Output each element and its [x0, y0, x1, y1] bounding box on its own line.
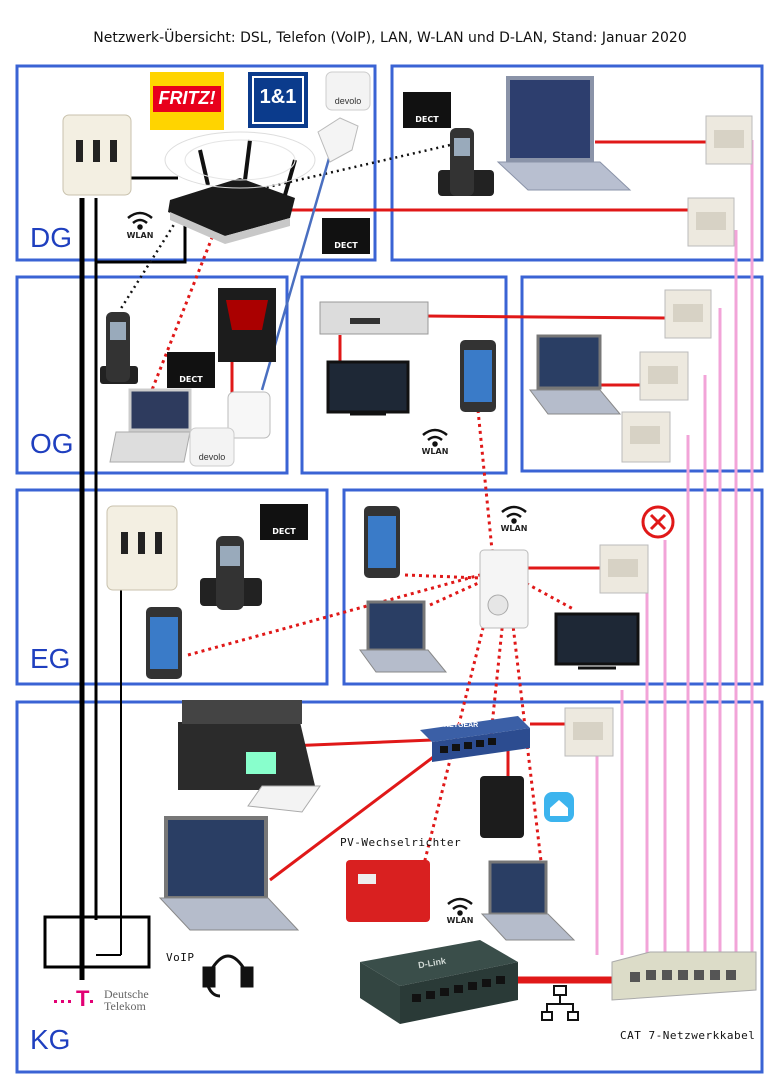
telekom-t-logo: T [76, 986, 90, 1011]
pv-label: PV-Wechselrichter [340, 836, 462, 849]
lan-cables [230, 140, 706, 882]
dect-label-2: DECT [334, 241, 358, 250]
laptop-og [529, 334, 622, 415]
tae-socket-eg [106, 505, 178, 591]
fritz-logo-text: FRITZ! [158, 88, 216, 108]
pv-inverter-kg [346, 860, 430, 922]
wlan-label-dg: WLAN [126, 231, 154, 240]
wlan-icon-kg [447, 897, 473, 916]
cat7-cables [595, 140, 754, 955]
room-eg-right [342, 488, 764, 686]
devolo-adapter-og [227, 391, 271, 439]
floor-label-dg: DG [30, 222, 72, 253]
ethernet-socket-og-2 [639, 351, 689, 401]
dect-label-4: DECT [272, 527, 296, 536]
dect-badge-1 [403, 92, 451, 128]
devolo-logo-og [189, 427, 235, 467]
laptop-eg [359, 600, 448, 673]
dect-label-3: DECT [179, 375, 203, 384]
fritz-logo [150, 72, 224, 130]
network-icon [541, 985, 579, 1021]
smartphone-og [460, 340, 496, 412]
room-eg-left [15, 488, 329, 686]
floor-label-kg: KG [30, 1024, 71, 1055]
disconnected-icon [641, 505, 675, 539]
room-kg [15, 700, 764, 1074]
wlan-label-og: WLAN [421, 447, 449, 456]
floor-label-eg: EG [30, 643, 71, 674]
room-og-left [15, 275, 289, 475]
wlan-label-kg: WLAN [446, 916, 474, 925]
homeassistant-icon [544, 792, 574, 822]
tv-eg [554, 612, 640, 670]
dect-label-1: DECT [415, 115, 439, 124]
dect-badge-2 [322, 218, 370, 254]
voip-label: VoIP [166, 951, 195, 964]
wlan-icon-og [422, 428, 448, 447]
dect-links [118, 143, 451, 311]
ethernet-socket-eg [599, 544, 649, 594]
dect-badge-4 [260, 504, 308, 540]
ethernet-socket-og-1 [664, 289, 712, 339]
tae-socket-dg [62, 114, 132, 196]
dect-phone-og [100, 312, 138, 384]
headset-kg [202, 954, 254, 998]
laptop-dg [496, 76, 632, 191]
smartphone-eg-left [146, 607, 182, 679]
ethernet-socket-og-3 [621, 411, 671, 463]
receiver-og [319, 301, 429, 335]
wlan-plug-eg [479, 549, 529, 629]
phone-lines [43, 176, 187, 980]
printer-kg [178, 700, 321, 813]
laptop-kg-left [158, 816, 300, 931]
room-og-right [520, 275, 764, 473]
cat7-label: CAT 7-Netzwerkkabel [620, 1029, 756, 1042]
wlan-icon-dg [127, 211, 153, 230]
nas-kg [480, 776, 524, 838]
floor-label-og: OG [30, 428, 74, 459]
one-and-one-logo-text: 1&1 [259, 86, 297, 108]
telekom-dots [54, 1000, 93, 1003]
devolo-logo-text-og: devolo [198, 452, 226, 462]
dect-phone-eg [200, 536, 262, 610]
room-og-middle [300, 275, 508, 475]
devolo-logo-text-dg: devolo [334, 96, 362, 106]
room-dg-right [390, 64, 764, 262]
smartphone-eg-right [364, 506, 400, 578]
dlink-switch-kg [360, 940, 518, 1024]
dect-phone-dg [438, 128, 494, 196]
tv-og [326, 360, 410, 416]
diagram-title: Netzwerk-Übersicht: DSL, Telefon (VoIP),… [93, 30, 687, 46]
devolo-logo-dg [325, 71, 371, 111]
room-dg-left [15, 64, 377, 262]
fritzbox-router [164, 131, 316, 244]
telekom-line-2: Telekom [104, 999, 146, 1013]
dect-badge-3 [167, 352, 215, 388]
netgear-switch-kg [420, 716, 530, 762]
one-and-one-logo [248, 72, 308, 128]
laptop-kg-right [480, 860, 576, 941]
gaming-pc-og [218, 288, 276, 362]
netbook-og [109, 388, 192, 463]
wlan-label-eg: WLAN [500, 524, 528, 533]
devolo-adapter-dg [317, 117, 359, 163]
patch-panel-kg [611, 951, 757, 1001]
ethernet-socket-dg-2 [687, 197, 735, 247]
wlan-icon-eg [501, 505, 527, 524]
telekom-logo-text: Deutsche Telekom [104, 988, 149, 1012]
telekom-line-1: Deutsche [104, 987, 149, 1001]
ethernet-socket-dg-1 [705, 115, 753, 165]
netgear-logo-text: NETGEAR [444, 722, 479, 729]
ethernet-socket-kg [564, 707, 614, 757]
